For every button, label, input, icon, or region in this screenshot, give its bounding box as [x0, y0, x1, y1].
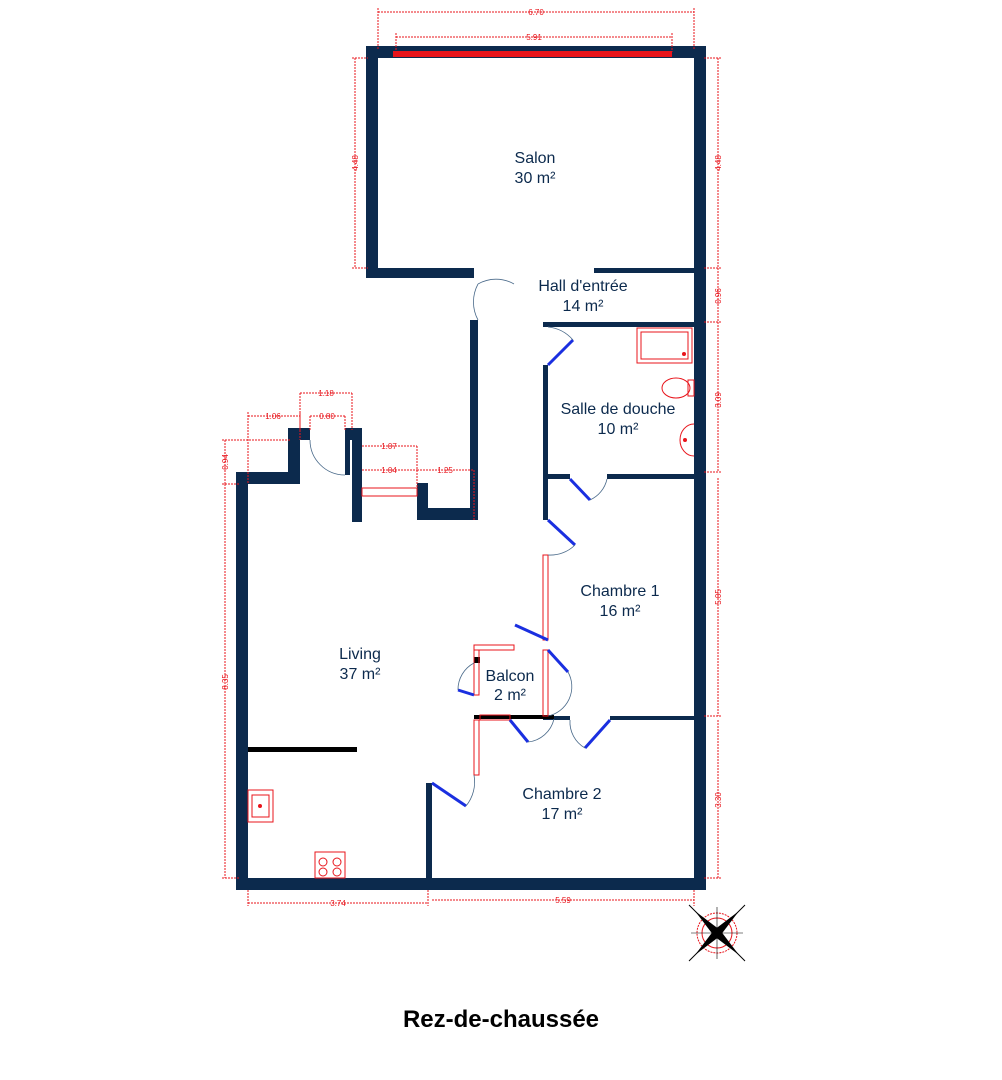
dim-door-width: 0.80: [319, 412, 335, 421]
dimension-labels: 6.70 5.91 4.48 4.48 0.96 3.09 5.05 3.30 …: [221, 8, 723, 908]
room-balcon-area: 2 m²: [494, 687, 527, 704]
dim-chambre2-right: 3.30: [714, 792, 723, 808]
dim-douche-right: 3.09: [714, 392, 723, 408]
room-chambre1-name: Chambre 1: [580, 583, 659, 600]
dim-door-outer: 1.18: [318, 389, 334, 398]
floor-title: Rez-de-chaussée: [402, 1006, 600, 1033]
dim-step-width: 1.06: [265, 412, 281, 421]
dim-salon-left: 4.48: [351, 155, 360, 171]
dim-window-width: 1.04: [381, 466, 397, 475]
room-salon-area: 30 m²: [515, 170, 557, 187]
dim-window-top: 1.07: [381, 442, 397, 451]
dim-hall-right: 0.96: [714, 288, 723, 304]
room-hall-area: 14 m²: [563, 298, 605, 315]
room-salon-name: Salon: [515, 150, 556, 167]
room-douche-name: Salle de douche: [561, 401, 676, 418]
room-chambre1-area: 16 m²: [600, 603, 642, 620]
toilet-icon: [661, 377, 695, 399]
dim-living-left: 8.35: [221, 674, 230, 690]
dim-bottom-right: 5.59: [555, 896, 571, 905]
dimension-lines: [222, 8, 722, 906]
dim-top-window: 5.91: [526, 33, 542, 42]
room-hall-name: Hall d'entrée: [538, 278, 627, 295]
dim-step-left: 0.94: [221, 454, 230, 470]
washbasin-icon: [679, 423, 695, 457]
dim-salon-right: 4.48: [714, 155, 723, 171]
room-living-area: 37 m²: [340, 666, 382, 683]
fixtures: [247, 327, 695, 879]
room-living-name: Living: [339, 646, 381, 663]
doors: [309, 278, 612, 808]
room-chambre2-area: 17 m²: [542, 806, 584, 823]
stove-icon: [314, 851, 346, 879]
floor-plan: 6.70 5.91 4.48 4.48 0.96 3.09 5.05 3.30 …: [221, 8, 746, 962]
shower-tray-icon: [636, 327, 693, 364]
compass-rose-icon: [688, 904, 746, 962]
room-chambre2-name: Chambre 2: [522, 786, 601, 803]
dim-bottom-left: 3.74: [330, 899, 346, 908]
room-douche-area: 10 m²: [598, 421, 640, 438]
walls: [236, 46, 706, 890]
kitchen-sink-icon: [247, 789, 274, 823]
dim-niche-width: 1.25: [437, 466, 453, 475]
room-labels: Salon 30 m² Hall d'entrée 14 m² Salle de…: [339, 150, 675, 823]
dim-chambre1-right: 5.05: [714, 589, 723, 605]
room-balcon-name: Balcon: [486, 668, 535, 685]
dim-top-total: 6.70: [528, 8, 544, 17]
